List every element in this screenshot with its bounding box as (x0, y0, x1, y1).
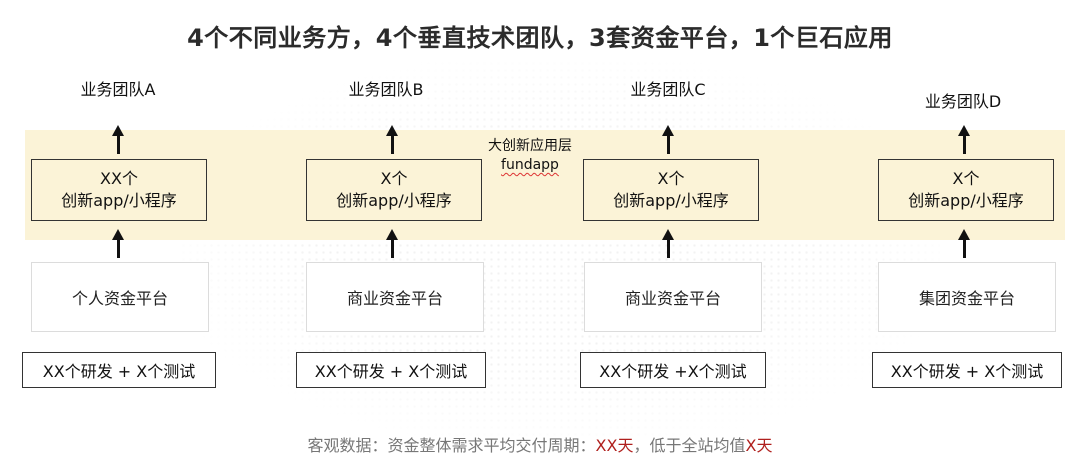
platform-b-box: 商业资金平台 (306, 262, 484, 332)
team-c-app-label: 创新app/小程序 (613, 191, 729, 210)
team-c-up-arrow (662, 125, 674, 154)
platform-c-box: 商业资金平台 (584, 262, 762, 332)
footer-average-value: X天 (745, 436, 773, 455)
innovation-layer-label: 大创新应用层 fundapp (470, 137, 590, 175)
diagram-title: 4个不同业务方，4个垂直技术团队，3套资金平台，1个巨石应用 (187, 24, 893, 52)
footer-middle: ，低于全站均值 (633, 436, 746, 455)
team-d-app-box: X个 创新app/小程序 (878, 159, 1054, 221)
team-b-app-box: X个 创新app/小程序 (306, 159, 482, 221)
team-a-up-arrow (112, 125, 124, 154)
team-d-staff-box: XX个研发 + X个测试 (872, 352, 1062, 388)
team-d-up-arrow (958, 125, 970, 154)
team-a-app-box: XX个 创新app/小程序 (31, 159, 207, 221)
team-a-app-label: 创新app/小程序 (61, 191, 177, 210)
team-b-label: 业务团队B (348, 80, 424, 99)
team-d-app-count: X个 (952, 169, 980, 188)
team-d-app-label: 创新app/小程序 (908, 191, 1024, 210)
footer-note: 客观数据：资金整体需求平均交付周期：XX天，低于全站均值X天 (0, 432, 1080, 456)
team-c-app-count: X个 (657, 169, 685, 188)
team-c-staff-box: XX个研发 +X个测试 (580, 352, 766, 388)
platform-a-up-arrow (112, 229, 124, 258)
team-b-staff-box: XX个研发 + X个测试 (296, 352, 486, 388)
team-c-app-box: X个 创新app/小程序 (583, 159, 759, 221)
footer-prefix: 客观数据：资金整体需求平均交付周期： (307, 436, 596, 455)
team-a-staff-box: XX个研发 + X个测试 (22, 352, 216, 388)
team-a-label: 业务团队A (80, 80, 156, 99)
team-a-app-count: XX个 (100, 169, 138, 188)
innovation-layer-app-name: fundapp (501, 157, 559, 173)
world-map-background (180, 60, 940, 440)
team-b-up-arrow (386, 125, 398, 154)
platform-b-up-arrow (386, 229, 398, 258)
team-b-app-label: 创新app/小程序 (336, 191, 452, 210)
platform-a-box: 个人资金平台 (31, 262, 209, 332)
innovation-layer-name: 大创新应用层 (488, 138, 572, 154)
footer-cycle-value: XX天 (595, 436, 634, 455)
team-b-app-count: X个 (380, 169, 408, 188)
team-c-label: 业务团队C (630, 80, 706, 99)
platform-d-up-arrow (958, 229, 970, 258)
platform-c-up-arrow (662, 229, 674, 258)
team-d-label: 业务团队D (924, 92, 1002, 111)
platform-d-box: 集团资金平台 (878, 262, 1056, 332)
